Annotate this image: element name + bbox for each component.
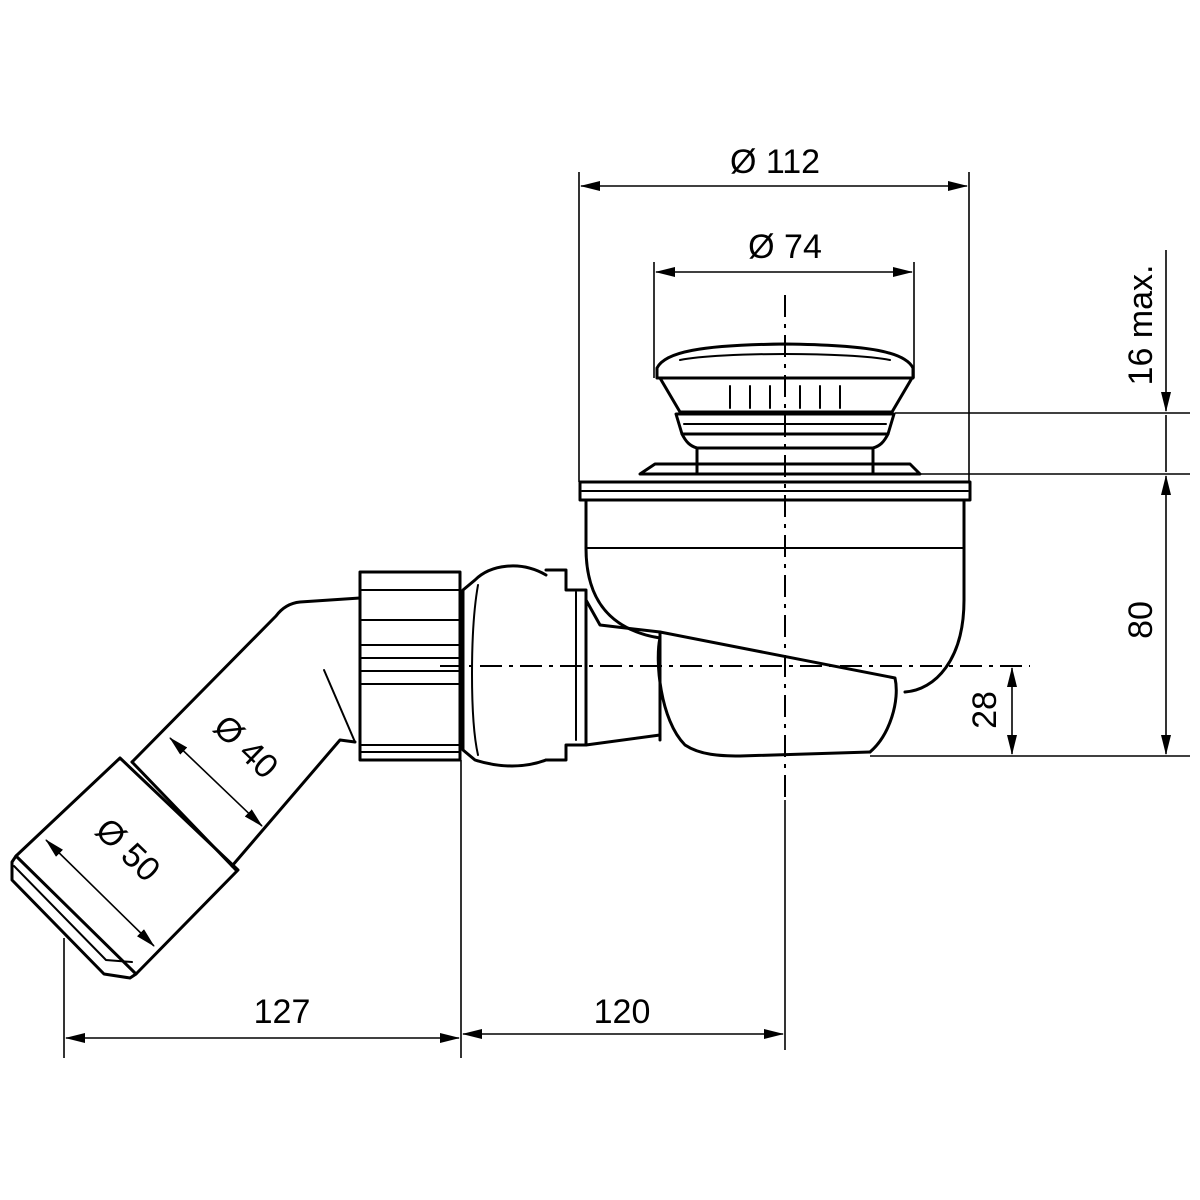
label-body-height: 80 [1122, 601, 1160, 639]
label-outer-diameter: Ø 112 [730, 143, 820, 181]
dim-line-pipe-diameter [169, 737, 263, 827]
coupling-nut [358, 570, 462, 762]
drain-cap [638, 342, 922, 476]
dimension-lines [45, 181, 1171, 1043]
label-axis-offset: 120 [594, 993, 651, 1031]
label-pipe-diameter: Ø 40 [206, 708, 285, 787]
dim-line-adapter-diameter [45, 839, 155, 947]
label-outlet-height: 28 [966, 691, 1004, 729]
label-cap-diameter: Ø 74 [748, 228, 822, 266]
extension-lines [63, 172, 1190, 1058]
outlet-spigot [461, 564, 662, 768]
dimension-labels: Ø 112 Ø 74 16 max. 80 28 127 120 Ø 40 Ø … [88, 143, 1160, 1031]
label-elbow-offset: 127 [254, 993, 311, 1031]
label-adapter-diameter: Ø 50 [88, 811, 167, 890]
trap-body [578, 480, 972, 758]
label-cap-height: 16 max. [1122, 265, 1160, 386]
